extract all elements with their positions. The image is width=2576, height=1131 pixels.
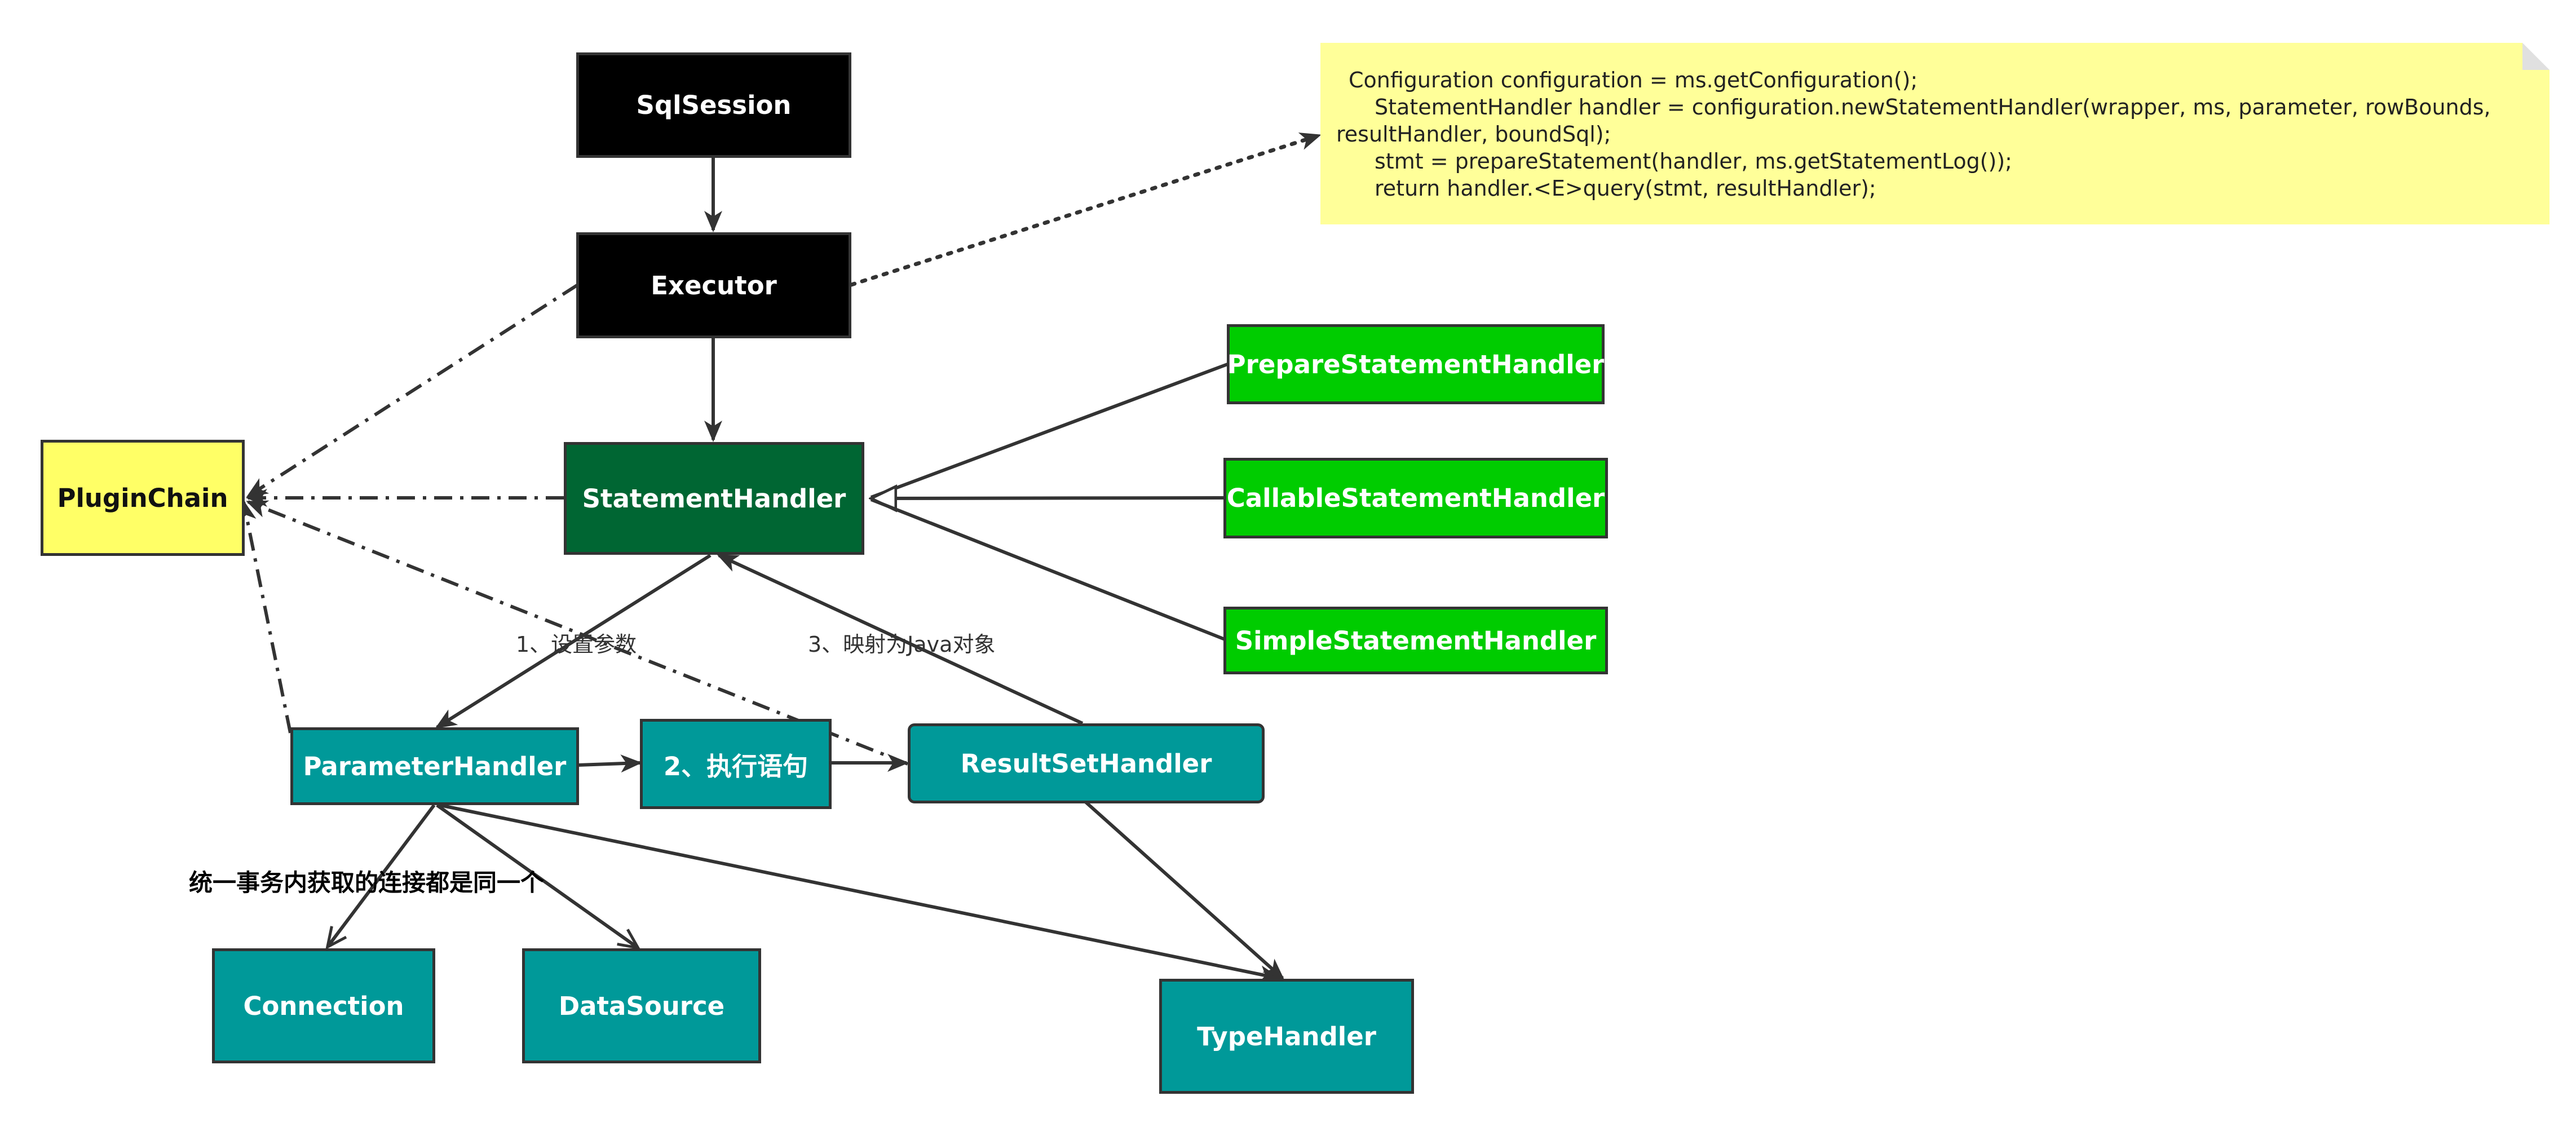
preparestatementhandler-label: PrepareStatementHandler <box>1227 349 1605 379</box>
same-connection-label: 统一事务内获取的连接都是同一个 <box>189 869 545 896</box>
note-line-3: resultHandler, boundSql); <box>1336 122 1611 147</box>
execute-statement-node[interactable]: 2、执行语句 <box>640 719 832 809</box>
datasource-label: DataSource <box>558 991 725 1021</box>
code-note: Configuration configuration = ms.getConf… <box>1320 43 2550 224</box>
note-line-5: return handler.<E>query(stmt, resultHand… <box>1375 176 1876 201</box>
edge-parameterhandler-execute <box>577 754 642 773</box>
connection-node[interactable]: Connection <box>212 948 435 1063</box>
preparestatementhandler-node[interactable]: PrepareStatementHandler <box>1227 324 1605 404</box>
statementhandler-label: StatementHandler <box>582 483 846 514</box>
sqlsession-label: SqlSession <box>636 90 792 120</box>
edge-simple-statementhandler <box>870 498 1227 642</box>
callablestatementhandler-node[interactable]: CallableStatementHandler <box>1223 458 1608 538</box>
callablestatementhandler-label: CallableStatementHandler <box>1226 483 1605 513</box>
edge-resultsethandler-typehandler <box>1084 800 1284 980</box>
connection-label: Connection <box>243 991 404 1021</box>
pluginchain-label: PluginChain <box>57 483 228 513</box>
parameterhandler-label: ParameterHandler <box>303 751 567 781</box>
executor-label: Executor <box>651 270 777 301</box>
edge-executor-note <box>849 132 1322 287</box>
sqlsession-node[interactable]: SqlSession <box>576 52 851 158</box>
edge-statementhandler-parameterhandler <box>435 554 712 729</box>
execute-statement-label: 2、执行语句 <box>663 751 808 781</box>
set-params-label: 1、设置参数 <box>516 632 637 657</box>
edge-parameterhandler-pluginchain <box>238 500 292 734</box>
resultsethandler-label: ResultSetHandler <box>960 748 1212 779</box>
datasource-node[interactable]: DataSource <box>522 948 761 1063</box>
note-line-4: stmt = prepareStatement(handler, ms.getS… <box>1375 149 2012 174</box>
edge-parameterhandler-connection <box>328 804 436 946</box>
parameterhandler-node[interactable]: ParameterHandler <box>290 727 579 805</box>
typehandler-node[interactable]: TypeHandler <box>1159 979 1414 1094</box>
statementhandler-node[interactable]: StatementHandler <box>564 442 864 555</box>
typehandler-label: TypeHandler <box>1197 1021 1376 1052</box>
resultsethandler-node[interactable]: ResultSetHandler <box>908 723 1265 803</box>
edge-parameterhandler-datasource <box>436 803 637 947</box>
pluginchain-node[interactable]: PluginChain <box>41 440 245 556</box>
note-fold-corner <box>2522 43 2550 70</box>
map-to-java-label: 3、映射为Java对象 <box>808 632 996 657</box>
simplestatementhandler-label: SimpleStatementHandler <box>1235 625 1597 656</box>
edge-resultsethandler-statementhandler <box>717 554 1084 725</box>
edge-prepare-statementhandler <box>870 362 1230 499</box>
note-line-2: StatementHandler handler = configuration… <box>1375 95 2491 120</box>
note-line-1: Configuration configuration = ms.getConf… <box>1349 68 1918 92</box>
simplestatementhandler-node[interactable]: SimpleStatementHandler <box>1223 607 1608 674</box>
edge-executor-pluginchain <box>246 283 579 498</box>
executor-node[interactable]: Executor <box>576 232 851 338</box>
edge-parameterhandler-typehandler <box>439 803 1281 983</box>
